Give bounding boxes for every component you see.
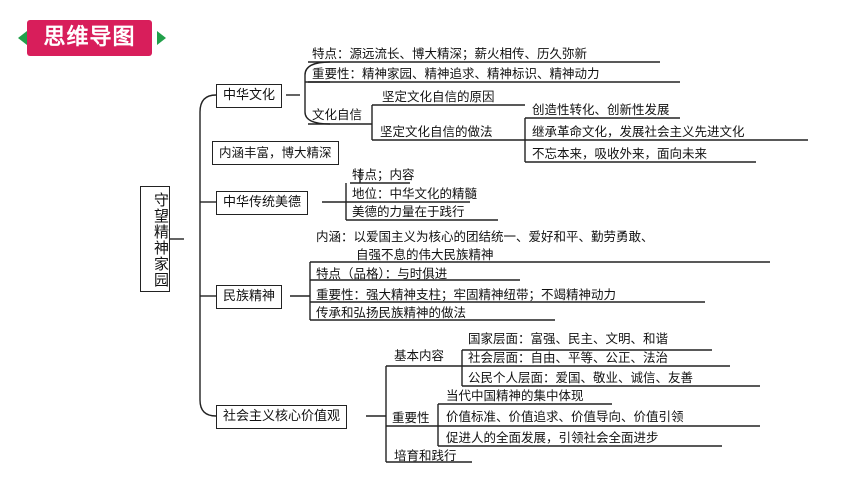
arrow-left-icon — [18, 31, 27, 45]
b2-status: 地位：中华文化的精髓 — [352, 186, 478, 201]
b3-practice: 传承和弘扬民族精神的做法 — [316, 305, 467, 320]
b4-level-nation: 国家层面：富强、民主、文明、和谐 — [468, 331, 669, 346]
arrow-right-icon — [157, 31, 166, 45]
b4-level-citizen: 公民个人层面：爱国、敬业、诚信、友善 — [468, 370, 694, 385]
b1-confidence-method: 坚定文化自信的做法 — [380, 124, 493, 139]
branch-national-spirit: 民族精神 — [216, 285, 283, 309]
root-node: 守望精神家园 — [140, 186, 170, 292]
b2-power: 美德的力量在于践行 — [352, 204, 465, 219]
b3-connotation-2: 自强不息的伟大民族精神 — [356, 247, 494, 262]
b1-method-1: 创造性转化、创新性发展 — [532, 102, 670, 117]
b1-features: 特点：源远流长、博大精深；薪火相传、历久弥新 — [312, 46, 588, 61]
branch-core-values: 社会主义核心价值观 — [216, 405, 348, 429]
mindmap-title: 思维导图 — [18, 20, 166, 58]
branch-chinese-culture: 中华文化 — [216, 84, 283, 108]
b3-features: 特点（品格）：与时俱进 — [316, 266, 448, 281]
b4-basic-content: 基本内容 — [394, 348, 445, 363]
b1-importance: 重要性：精神家园、精神追求、精神标识、精神动力 — [312, 66, 600, 81]
branch-traditional-virtue: 中华传统美德 — [216, 191, 309, 215]
b1-method-2: 继承革命文化，发展社会主义先进文化 — [532, 124, 745, 139]
b4-importance-3: 促进人的全面发展，引领社会全面进步 — [446, 430, 659, 445]
b4-importance: 重要性 — [392, 410, 430, 425]
b4-importance-2: 价值标准、价值追求、价值导向、价值引领 — [446, 409, 684, 424]
b4-cultivate: 培育和践行 — [394, 448, 457, 463]
b1-confidence-reason: 坚定文化自信的原因 — [382, 89, 495, 104]
b4-level-society: 社会层面：自由、平等、公正、法治 — [468, 350, 669, 365]
title-text: 思维导图 — [43, 25, 136, 50]
b4-importance-1: 当代中国精神的集中体现 — [446, 388, 584, 403]
b3-connotation-1: 内涵：以爱国主义为核心的团结统一、爱好和平、勤劳勇敢、 — [316, 229, 654, 244]
b2-features: 特点；内容 — [352, 167, 415, 182]
title-box: 思维导图 — [27, 20, 152, 56]
b1-confidence: 文化自信 — [312, 107, 363, 122]
b1-method-3: 不忘本来，吸收外来，面向未来 — [532, 146, 708, 161]
b2-note: 内涵丰富，博大精深 — [212, 141, 339, 165]
b3-importance: 重要性：强大精神支柱；牢固精神纽带；不竭精神动力 — [316, 287, 617, 302]
